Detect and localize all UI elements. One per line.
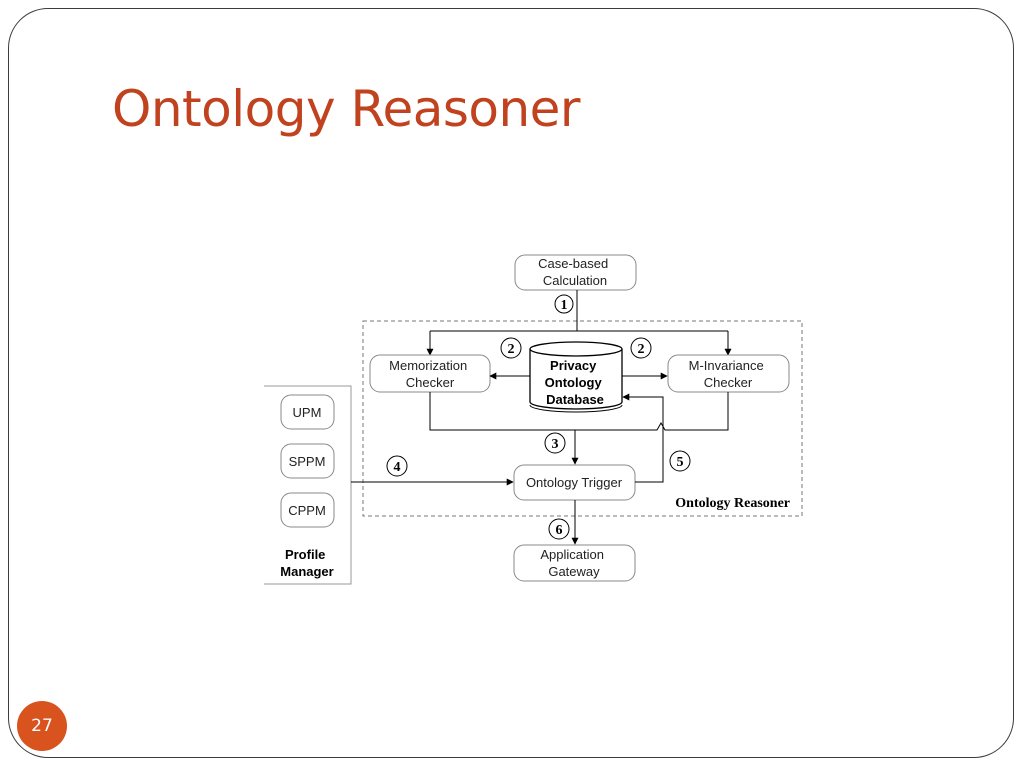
step5-number: 5 bbox=[677, 455, 684, 470]
m-invariance-checker-label: M-Invariance Checker bbox=[689, 358, 768, 390]
step2-left-badge bbox=[500, 337, 522, 359]
memorization-checker-line1: Memorization bbox=[389, 358, 467, 373]
m-invariance-checker-line2: Checker bbox=[704, 375, 753, 390]
step1-badge bbox=[554, 294, 574, 314]
memorization-checker-line2: Checker bbox=[406, 375, 455, 390]
privacy-ontology-database-label: Privacy Ontology Database bbox=[545, 358, 606, 407]
case-based-calculation-box[interactable] bbox=[514, 254, 637, 291]
application-gateway-label: Application Gateway bbox=[540, 547, 607, 579]
privacy-ontology-database-line2: Ontology bbox=[545, 375, 603, 390]
step3-badge bbox=[544, 432, 566, 454]
profile-manager-label: Profile Manager bbox=[280, 547, 333, 579]
sppm-label: SPPM bbox=[289, 454, 326, 469]
case-based-calculation-line1: Case-based bbox=[538, 256, 608, 271]
step3-number: 3 bbox=[552, 437, 559, 452]
privacy-ontology-database-cylinder[interactable] bbox=[529, 341, 623, 413]
ontology-reasoner-label: Ontology Reasoner bbox=[675, 496, 790, 511]
upm-label: UPM bbox=[293, 405, 322, 420]
step1-number: 1 bbox=[561, 298, 568, 313]
step4-number: 4 bbox=[394, 460, 401, 475]
profile-manager-group: UPM SPPM CPPM Profile Manager bbox=[264, 385, 352, 585]
ontology-reasoner-group bbox=[362, 320, 803, 517]
memorization-checker-label: Memorization Checker bbox=[389, 358, 471, 390]
cppm-box[interactable] bbox=[280, 492, 335, 528]
case-based-calculation-line2: Calculation bbox=[543, 273, 607, 288]
privacy-ontology-database-line3: Database bbox=[546, 392, 604, 407]
step6-number: 6 bbox=[556, 523, 563, 538]
edge-step1 bbox=[426, 290, 732, 356]
step2-left-number: 2 bbox=[508, 342, 515, 357]
sppm-box[interactable] bbox=[280, 443, 335, 479]
step6-badge bbox=[548, 518, 570, 540]
application-gateway-line1: Application bbox=[540, 547, 604, 562]
case-based-calculation-label: Case-based Calculation bbox=[538, 256, 612, 288]
slide-frame bbox=[8, 8, 1014, 758]
page-number-badge: 27 bbox=[17, 701, 67, 751]
step2-right-number: 2 bbox=[638, 342, 645, 357]
ontology-trigger-label: Ontology Trigger bbox=[526, 475, 623, 490]
step2-right-badge bbox=[630, 337, 652, 359]
upm-box[interactable] bbox=[280, 394, 335, 430]
step5-badge bbox=[669, 450, 691, 472]
slide-title: Ontology Reasoner bbox=[112, 80, 581, 138]
edge-step3 bbox=[429, 392, 729, 465]
step4-badge bbox=[386, 455, 408, 477]
cppm-label: CPPM bbox=[288, 503, 326, 518]
profile-manager-label-line2: Manager bbox=[280, 564, 333, 579]
application-gateway-line2: Gateway bbox=[548, 564, 600, 579]
m-invariance-checker-line1: M-Invariance bbox=[689, 358, 764, 373]
profile-manager-label-line1: Profile bbox=[285, 547, 325, 562]
application-gateway-box[interactable] bbox=[513, 544, 636, 582]
privacy-ontology-database-line1: Privacy bbox=[550, 358, 597, 373]
edge-step5 bbox=[622, 393, 664, 483]
